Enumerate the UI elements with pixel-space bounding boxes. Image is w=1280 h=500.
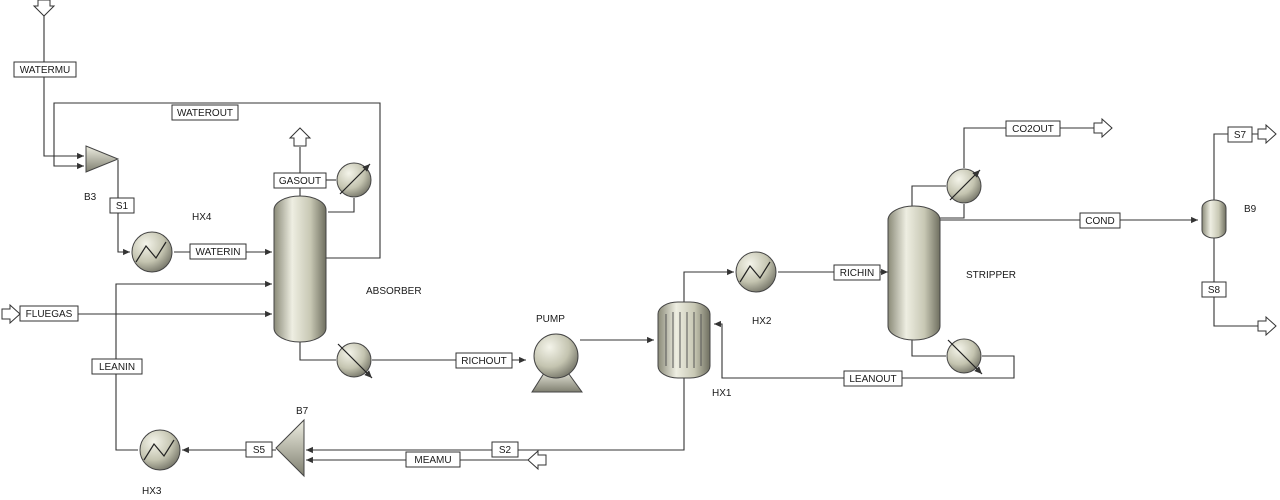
stream-tag-fluegas[interactable]: FLUEGAS	[19, 305, 79, 322]
pump[interactable]	[531, 333, 583, 393]
stream-label: WATEROUT	[177, 108, 233, 119]
stream-tag-leanin[interactable]: LEANIN	[91, 358, 143, 375]
product-arrow-icon	[1257, 123, 1277, 145]
stream-label: GASOUT	[279, 176, 321, 187]
flash-drum-b9[interactable]	[1201, 199, 1227, 239]
stream-label: S7	[1234, 130, 1247, 141]
heat-exchanger-icon	[131, 231, 173, 273]
heat-exchanger-stripper-bottom[interactable]	[946, 338, 983, 375]
feed-arrow-icon	[32, 0, 56, 17]
stream-label: RICHIN	[840, 268, 874, 279]
block-label-hx3: HX3	[142, 486, 162, 497]
stream-tag-s1[interactable]: S1	[109, 197, 135, 214]
stream-lines	[18, 12, 1258, 464]
feed-arrow-meamu	[527, 449, 547, 471]
stream-tag-waterin[interactable]: WATERIN	[189, 243, 247, 260]
heat-exchanger-absorber-bottom[interactable]	[336, 342, 373, 379]
feed-arrow-icon	[1, 303, 21, 325]
heat-exchanger-hx3[interactable]	[139, 429, 181, 471]
block-label-b7: B7	[296, 406, 309, 417]
stream-tag-co2out[interactable]: CO2OUT	[1005, 120, 1061, 137]
mixer-icon	[85, 145, 120, 173]
stream-tag-waterout[interactable]: WATEROUT	[171, 104, 239, 121]
heat-exchanger-icon	[139, 429, 181, 471]
block-label-hx4: HX4	[192, 212, 212, 223]
heat-exchanger-stripper-top[interactable]	[946, 168, 982, 204]
block-label-b3: B3	[84, 192, 97, 203]
stream-tag-s5[interactable]: S5	[245, 441, 273, 458]
stream-tag-s7[interactable]: S7	[1227, 126, 1253, 143]
flash-drum-icon	[1201, 199, 1227, 239]
block-label-hx1: HX1	[712, 388, 732, 399]
stream-label: S1	[116, 201, 129, 212]
stripper-column[interactable]	[887, 205, 941, 341]
stream-label: LEANOUT	[849, 374, 896, 385]
stream-tag-watermu[interactable]: WATERMU	[13, 61, 77, 78]
feed-arrow-icon	[527, 449, 547, 471]
product-arrow-s7	[1257, 123, 1277, 145]
feed-arrow-watermu	[32, 0, 56, 17]
stream-label: FLUEGAS	[26, 309, 73, 320]
heat-exchanger-absorber-top[interactable]	[336, 162, 372, 198]
stream-tag-cond[interactable]: COND	[1079, 212, 1121, 229]
stream-label: S5	[253, 445, 266, 456]
heat-exchanger-icon	[657, 301, 711, 379]
block-label-absorber: ABSORBER	[366, 286, 422, 297]
product-arrow-icon	[1257, 315, 1277, 337]
product-arrow-icon	[288, 127, 312, 147]
stream-tag-richin[interactable]: RICHIN	[833, 264, 881, 281]
stream-label: RICHOUT	[461, 356, 507, 367]
stream-label: S2	[499, 445, 512, 456]
splitter-b7[interactable]	[275, 418, 305, 478]
stream-tag-s8[interactable]: S8	[1201, 281, 1227, 298]
heat-exchanger-hx1[interactable]	[657, 301, 711, 379]
stream-tag-gasout[interactable]: GASOUT	[273, 172, 327, 189]
feed-arrow-fluegas	[1, 303, 21, 325]
stream-label: S8	[1208, 285, 1221, 296]
splitter-icon	[275, 418, 305, 478]
block-label-pump: PUMP	[536, 314, 565, 325]
column-icon	[273, 195, 327, 343]
absorber-column[interactable]	[273, 195, 327, 343]
stream-label: WATERIN	[196, 247, 241, 258]
product-arrow-co2out	[1093, 117, 1113, 139]
stream-tag-meamu[interactable]: MEAMU	[405, 451, 461, 468]
block-label-hx2: HX2	[752, 316, 772, 327]
mixer-b3[interactable]	[85, 145, 120, 173]
block-label-stripper: STRIPPER	[966, 270, 1016, 281]
product-arrow-gasout	[288, 127, 312, 147]
product-arrow-s8	[1257, 315, 1277, 337]
stream-label: MEAMU	[414, 455, 451, 466]
block-label-b9: B9	[1244, 204, 1257, 215]
stream-tag-richout[interactable]: RICHOUT	[455, 352, 513, 369]
stream-tag-s2[interactable]: S2	[491, 441, 519, 458]
column-icon	[887, 205, 941, 341]
stream-tag-leanout[interactable]: LEANOUT	[843, 370, 903, 387]
stream-label: WATERMU	[20, 65, 71, 76]
heat-exchanger-icon	[735, 251, 777, 293]
heat-exchanger-hx4[interactable]	[131, 231, 173, 273]
heat-exchanger-hx2[interactable]	[735, 251, 777, 293]
stream-label: CO2OUT	[1012, 124, 1054, 135]
stream-label: COND	[1085, 216, 1114, 227]
stream-label: LEANIN	[99, 362, 135, 373]
product-arrow-icon	[1093, 117, 1113, 139]
